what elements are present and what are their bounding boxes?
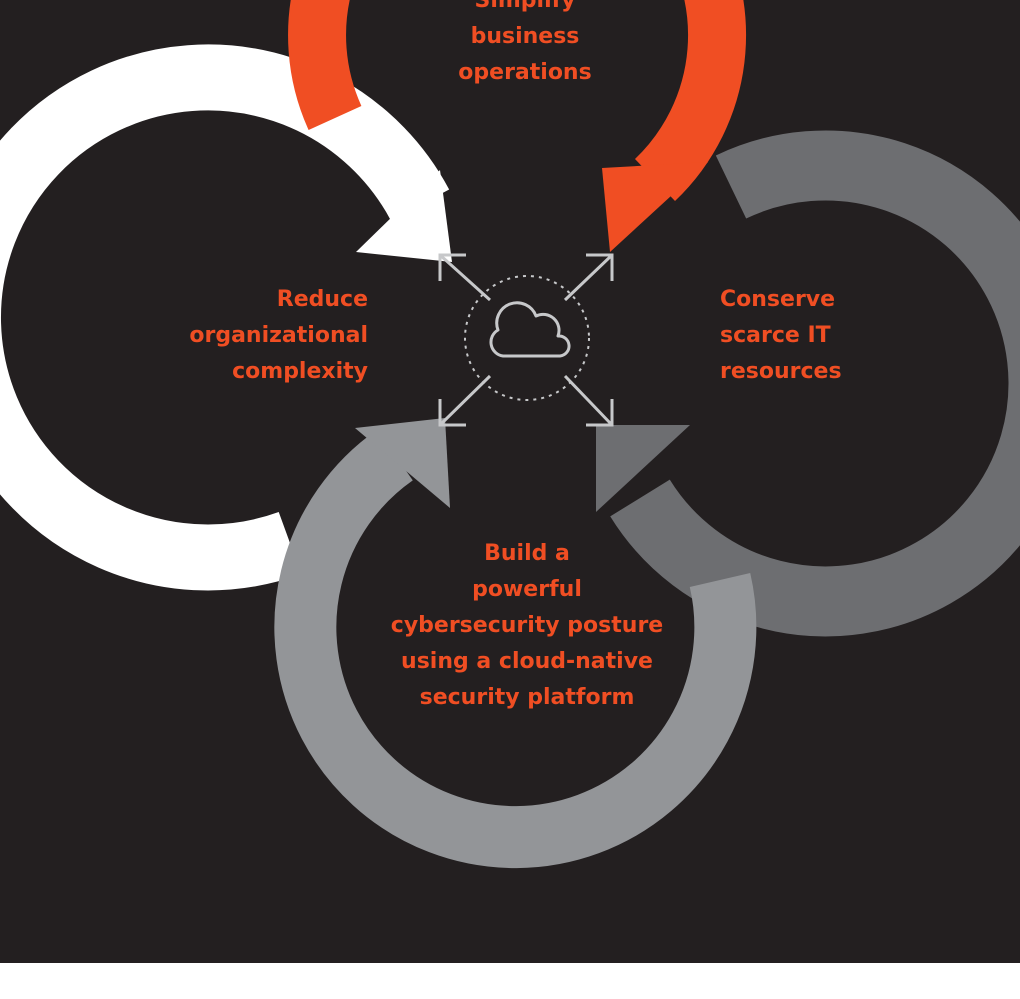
label-line: powerful: [472, 577, 582, 602]
label-line: using a cloud-native: [401, 649, 653, 674]
label-line: resources: [720, 359, 842, 384]
center-hub: [438, 253, 614, 427]
label-reduce-organizational-complexity: Reduce organizational complexity: [120, 282, 368, 390]
label-line: Simplify: [474, 0, 576, 13]
arrow-up-right: [563, 253, 614, 302]
label-line: Conserve: [720, 287, 836, 312]
white-ring-arrow: [0, 44, 452, 591]
white-arrowhead: [356, 170, 452, 262]
label-line: complexity: [232, 359, 368, 384]
label-line: organizational: [189, 323, 368, 348]
white-ring: [0, 44, 450, 591]
dark-gray-ring-arrow: [596, 130, 1020, 637]
dark-gray-arrowhead: [596, 425, 690, 512]
light-gray-ring-arrow: [274, 418, 757, 869]
light-gray-ring: [274, 429, 757, 869]
label-build-cybersecurity-posture: Build a powerful cybersecurity posture u…: [362, 536, 692, 716]
arrow-down-left: [438, 374, 492, 427]
label-line: business: [470, 24, 580, 49]
label-line: security platform: [419, 685, 635, 710]
label-line: Reduce: [276, 287, 368, 312]
label-conserve-scarce-it-resources: Conserve scarce IT resources: [720, 282, 940, 390]
cloud-icon: [489, 301, 571, 358]
bottom-margin: [0, 963, 1020, 999]
dark-gray-ring: [610, 130, 1020, 637]
label-simplify-business-operations: Simplify business operations: [400, 0, 650, 91]
orange-ring-arrow: [288, 0, 747, 252]
label-line: cybersecurity posture: [390, 613, 664, 638]
arrow-down-right: [563, 374, 614, 427]
light-gray-arrowhead: [355, 418, 450, 508]
label-line: scarce IT: [720, 323, 831, 348]
diagram-panel: Simplify business operations Reduce orga…: [0, 0, 1020, 963]
label-line: Build a: [484, 541, 570, 566]
label-line: operations: [458, 60, 592, 85]
orange-ring: [288, 0, 747, 201]
orange-arrowhead: [602, 162, 708, 252]
cycle-diagram: [0, 0, 1020, 869]
dotted-circle: [464, 275, 590, 401]
arrow-up-left: [438, 253, 492, 302]
